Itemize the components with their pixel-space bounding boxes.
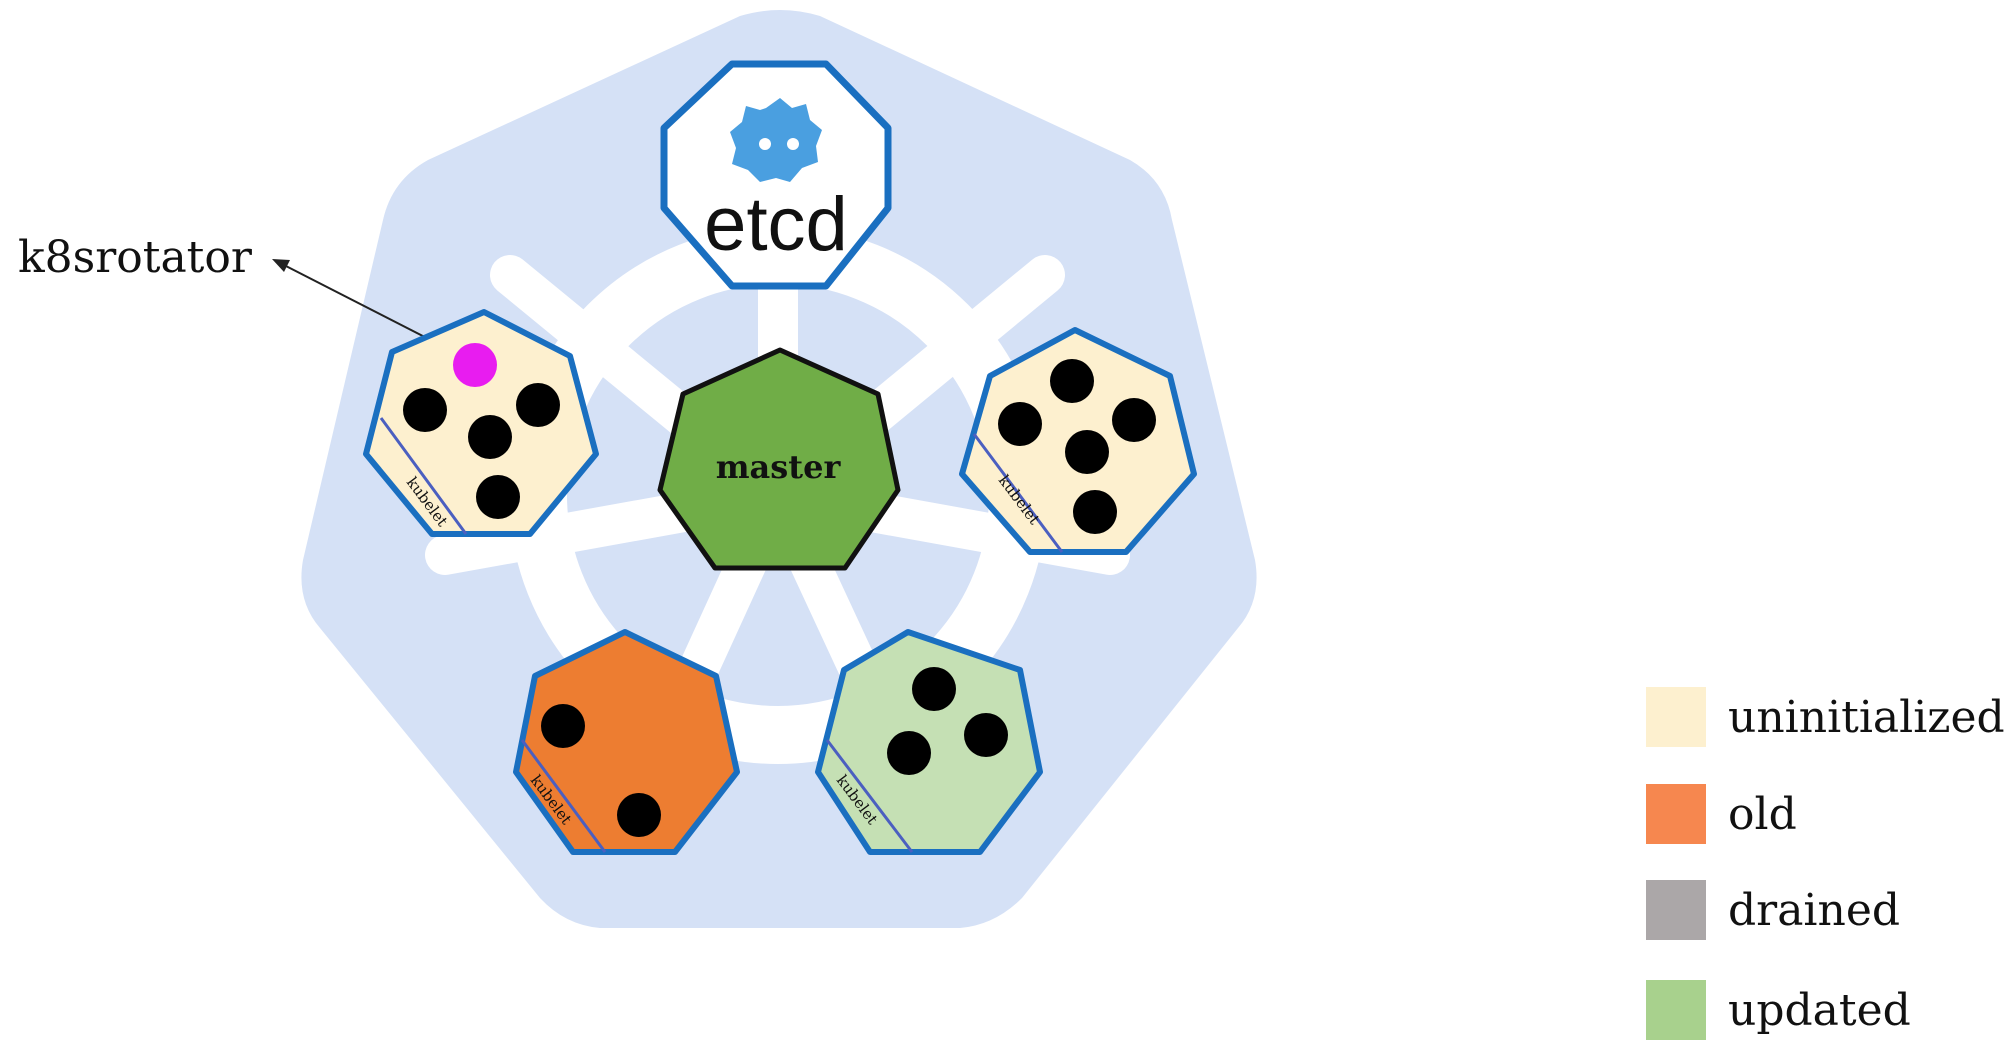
- pod: [468, 415, 512, 459]
- etcd-node: etcd: [660, 60, 892, 290]
- rotator-pod: [453, 343, 497, 387]
- legend-item-updated: updated: [1646, 980, 1911, 1040]
- pod: [1112, 398, 1156, 442]
- legend-swatch: [1646, 880, 1706, 940]
- legend-label: uninitialized: [1728, 691, 2005, 743]
- legend-swatch: [1646, 687, 1706, 747]
- legend-item-drained: drained: [1646, 880, 1900, 940]
- pod: [912, 667, 956, 711]
- pod: [1073, 490, 1117, 534]
- pod: [1065, 430, 1109, 474]
- pod: [964, 713, 1008, 757]
- pod: [476, 475, 520, 519]
- legend-item-old: old: [1646, 784, 1797, 844]
- pod: [541, 704, 585, 748]
- pod: [887, 731, 931, 775]
- master-label: master: [716, 448, 842, 486]
- master-node: master: [657, 347, 901, 571]
- pod: [516, 383, 560, 427]
- pod: [403, 388, 447, 432]
- worker-node-old: kubelet: [513, 629, 740, 855]
- legend-swatch: [1646, 784, 1706, 844]
- legend-swatch: [1646, 980, 1706, 1040]
- legend-label: drained: [1728, 884, 1901, 936]
- legend-item-uninitialized: uninitialized: [1646, 687, 2005, 747]
- pod: [1050, 359, 1094, 403]
- worker-node-updated: kubelet: [815, 629, 1043, 855]
- legend: uninitialized old drained updated: [1646, 0, 2005, 1040]
- etcd-label: etcd: [704, 182, 848, 267]
- worker-node-uninitialized: kubelet: [363, 309, 599, 537]
- worker-node-uninitialized: kubelet: [959, 327, 1197, 555]
- etcd-logo-icon: [730, 98, 822, 182]
- legend-label: updated: [1728, 984, 1911, 1036]
- k8srotator-annotation-label: k8srotator: [18, 232, 252, 283]
- pod: [617, 793, 661, 837]
- pod: [998, 402, 1042, 446]
- legend-label: old: [1728, 788, 1797, 840]
